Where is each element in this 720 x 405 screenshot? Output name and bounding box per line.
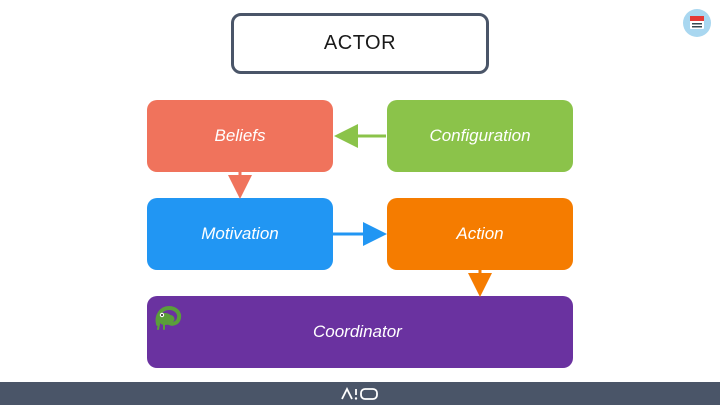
beliefs-label: Beliefs <box>214 126 266 145</box>
footer-bar <box>0 382 720 405</box>
configuration-node: Configuration <box>387 100 573 172</box>
motivation-label: Motivation <box>201 224 279 243</box>
coordinator-node: Coordinator <box>147 296 573 368</box>
actor-label: ACTOR <box>323 32 397 54</box>
chameleon-icon <box>155 305 182 330</box>
actor-box: ACTOR <box>231 13 489 74</box>
action-label: Action <box>456 224 504 243</box>
coordinator-label: Coordinator <box>313 322 402 341</box>
brand-logo <box>341 387 378 400</box>
calendar-badge-icon <box>683 9 711 37</box>
motivation-node: Motivation <box>147 198 333 270</box>
configuration-label: Configuration <box>429 126 531 145</box>
action-node: Action <box>387 198 573 270</box>
beliefs-node: Beliefs <box>147 100 333 172</box>
